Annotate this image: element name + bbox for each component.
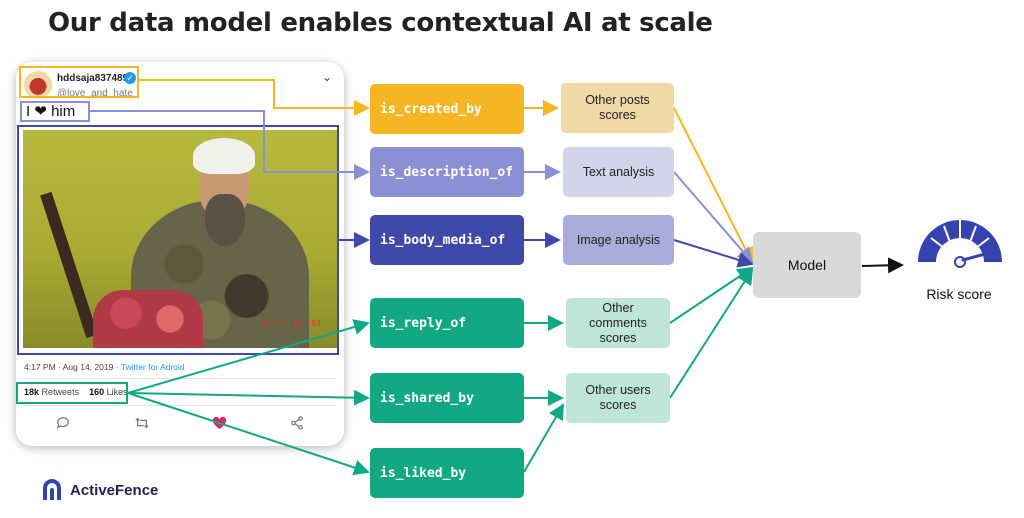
tweet-meta: 4:17 PM · Aug 14, 2019 · Twitter for Adr… [24,362,185,372]
model-box: Model [753,232,861,298]
retweets-count: 18k [24,387,40,397]
tweet-photo: 8 ** '12 '03 [23,130,337,348]
users-to-model-connector [669,268,754,399]
relation-is-reply-of: is_reply_of [370,298,524,348]
chevron-down-icon[interactable]: ⌄ [321,70,332,84]
text-to-model-connector [673,171,754,264]
liked-to-users-connector [523,403,565,473]
media-highlight-frame [17,125,339,355]
divider [24,405,336,406]
engagement-reply-connector [127,319,370,394]
tweet-username: hddsaja8374892 [57,73,134,84]
text-highlight-frame [20,101,90,122]
author-highlight-frame [19,66,139,98]
reply-icon[interactable] [56,416,70,433]
text-connector [90,110,370,180]
retweet-icon[interactable] [134,416,150,433]
result-other-posts-scores: Other posts scores [561,83,674,133]
activefence-logo-icon [43,479,61,500]
likes-count: 160 [89,387,105,397]
result-image-analysis: Image analysis [563,215,674,265]
engagement-like-connector [127,392,370,476]
brand: ActiveFence [40,478,158,502]
risk-score-label: Risk score [926,286,992,302]
tweet-text: I ❤ him [26,103,76,120]
photo-date-stamp: 8 ** '12 '03 [263,319,321,328]
result-other-users-scores: Other users scores [566,373,670,423]
relation-is-body-media-of: is_body_media_of [370,215,524,265]
engagement-highlight-frame [16,382,128,404]
relation-is-created-by: is_created_by [370,84,524,134]
photo-cushion [93,290,203,348]
tweet-time: 4:17 PM · Aug 14, 2019 · [24,362,119,372]
tweet-source-link[interactable]: Twitter for Adroid [120,362,185,372]
tweet-stats: 18k Retweets 160 Likes [24,387,128,397]
posts-to-model-connector [673,107,753,264]
share-icon[interactable] [290,416,304,433]
comments-to-model-connector [669,266,754,324]
author-connector [139,79,370,116]
avatar [24,71,52,99]
photo-person-turban [193,138,255,174]
result-other-comments-scores: Other comments scores [566,298,670,348]
relation-is-liked-by: is_liked_by [370,448,524,498]
tweet-handle: @love_and_hate [57,88,133,99]
result-text-analysis: Text analysis [563,147,674,197]
image-to-model-connector [673,239,754,268]
gauge-icon [918,220,1002,268]
verified-badge-icon: ✓ [124,72,136,84]
engagement-share-connector [127,389,370,406]
page-title: Our data model enables contextual AI at … [48,8,713,38]
relation-is-shared-by: is_shared_by [370,373,524,423]
relation-is-description-of: is_description_of [370,147,524,197]
retweets-label: Retweets [41,387,80,397]
photo-person-beard [205,194,245,246]
model-to-risk-connector [861,257,904,274]
likes-label: Likes [106,387,128,397]
brand-name: ActiveFence [70,481,159,499]
